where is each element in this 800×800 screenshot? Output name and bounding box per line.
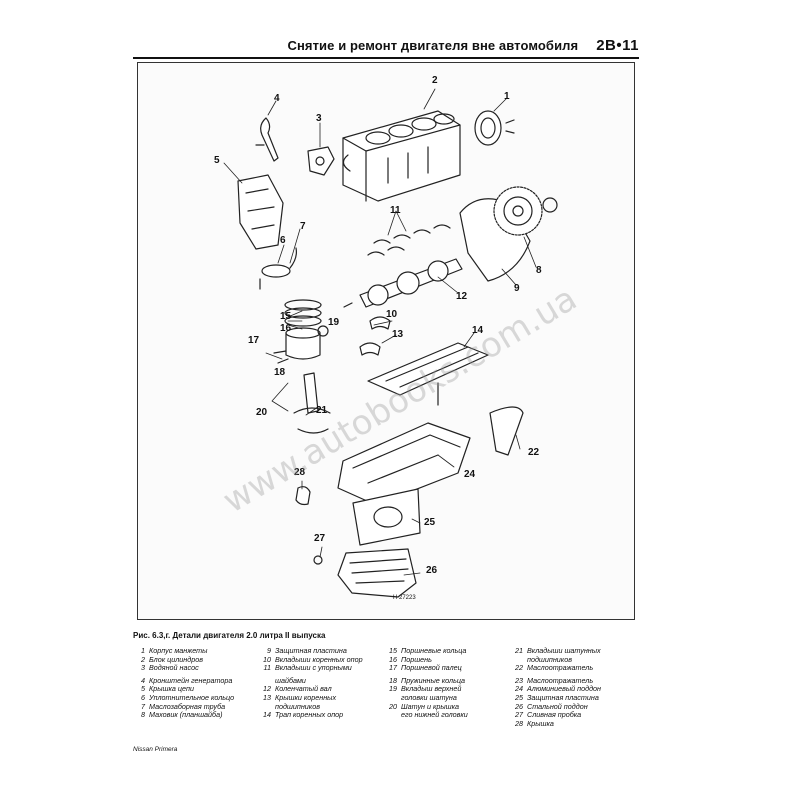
aluminium-sump-part: [337, 422, 471, 506]
connecting-rod-part: [273, 350, 331, 434]
callout-24: 24: [464, 469, 476, 480]
seal-housing-part: [474, 110, 515, 146]
callout-26: 26: [426, 565, 438, 576]
bearing-shells-part: [367, 224, 451, 256]
exploded-engine-diagram: 2 1 4 3 5 7 6 11 8 9 12 15 16 19 17 10 1…: [137, 62, 635, 620]
callout-20: 20: [256, 407, 268, 418]
callout-18: 18: [274, 367, 286, 378]
callout-11: 11: [390, 205, 401, 216]
legend-item: подшипников: [275, 701, 320, 711]
legend-item: головки шатуна: [401, 692, 457, 702]
callout-19: 19: [328, 317, 340, 328]
crankshaft-part: [343, 258, 463, 308]
alternator-bracket-part: [255, 117, 279, 162]
cover-part: [295, 486, 311, 506]
callout-28: 28: [294, 467, 306, 478]
bearing-ladder-part: [367, 342, 489, 406]
callout-7: 7: [300, 221, 306, 232]
callout-14: 14: [472, 325, 484, 336]
callout-5: 5: [214, 155, 220, 166]
oil-baffle-part: [489, 406, 524, 456]
chain-cover-part: [237, 174, 284, 250]
legend-item: подшипников: [527, 654, 572, 664]
section-title: Снятие и ремонт двигателя вне автомобиля: [287, 37, 579, 53]
piston-part: [284, 299, 329, 360]
page-number: 2B•11: [596, 36, 639, 54]
figure-code: H 27223: [393, 595, 416, 601]
bearing-caps-part: [359, 316, 391, 356]
callout-16: 16: [280, 323, 292, 334]
callout-22: 22: [528, 447, 540, 458]
water-pump-part: [307, 146, 335, 176]
callout-17: 17: [248, 335, 260, 346]
page-header: Снятие и ремонт двигателя вне автомобиля…: [133, 33, 639, 59]
leader-lines: [223, 88, 537, 576]
callout-3: 3: [316, 113, 322, 124]
cylinder-block-part: [342, 110, 461, 202]
figure-caption: Рис. 6.3,г. Детали двигателя 2.0 литра I…: [133, 631, 326, 640]
callout-27: 27: [314, 533, 326, 544]
callout-4: 4: [274, 93, 280, 104]
callout-8: 8: [536, 265, 542, 276]
callout-12: 12: [456, 291, 468, 302]
callout-25: 25: [424, 517, 436, 528]
callout-15: 15: [280, 311, 292, 322]
callout-2: 2: [432, 75, 438, 86]
callout-13: 13: [392, 329, 404, 340]
callout-1: 1: [504, 91, 510, 102]
callout-21: 21: [316, 405, 328, 416]
drain-plug-part: [313, 555, 323, 565]
callout-10: 10: [386, 309, 398, 320]
gasket-plate-part: [352, 488, 421, 546]
flywheel-part: [459, 186, 558, 282]
legend-item: шайбами: [275, 675, 306, 685]
callout-9: 9: [514, 283, 520, 294]
steel-sump-part: [337, 548, 417, 598]
callout-6: 6: [280, 235, 286, 246]
oil-pickup-part: [259, 247, 297, 290]
book-footer: Nissan Primera: [133, 746, 178, 753]
engine-parts-illustration: [223, 88, 558, 598]
legend-item: его нижней головки: [401, 710, 468, 720]
